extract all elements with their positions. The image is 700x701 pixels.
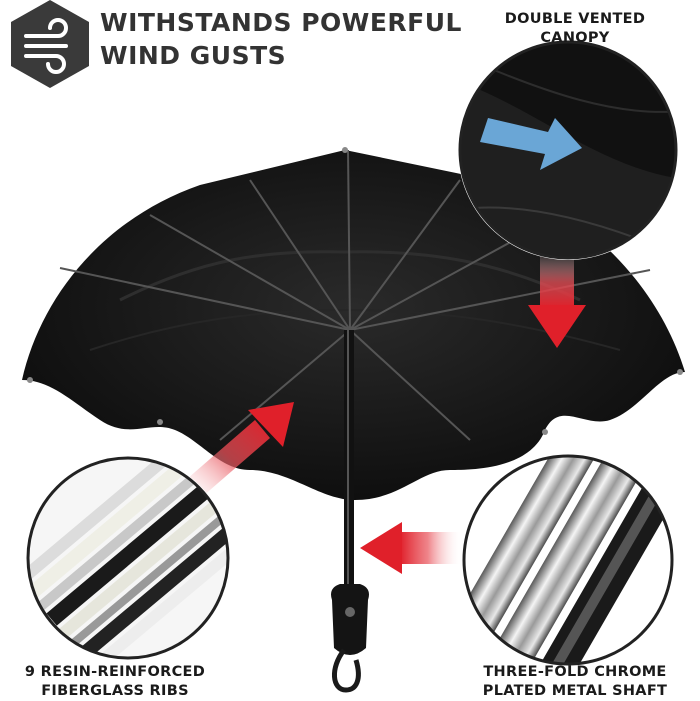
umbrella-ribs [59, 149, 651, 441]
label-vented-line-2: CANOPY [540, 30, 610, 46]
vent-arrow-icon [480, 118, 582, 170]
label-vented-line-1: DOUBLE VENTED [504, 11, 646, 27]
umbrella-shaft [344, 330, 354, 630]
magnified-ribs-detail [26, 456, 230, 660]
headline-line-2: WIND GUSTS [100, 41, 287, 70]
magnified-shaft-detail [462, 454, 674, 666]
red-arrow-ribs [180, 402, 294, 503]
rib-tips [27, 147, 683, 435]
label-ribs-line-1: 9 RESIN-REINFORCED [24, 664, 206, 680]
headline: WITHSTANDS POWERFUL WIND GUSTS [100, 6, 462, 72]
label-shaft-line-1: THREE-FOLD CHROME [483, 664, 667, 680]
label-ribs-line-2: FIBERGLASS RIBS [41, 683, 189, 699]
label-shaft-line-2: PLATED METAL SHAFT [482, 683, 668, 699]
umbrella-handle [331, 584, 369, 693]
label-metal-shaft: THREE-FOLD CHROME PLATED METAL SHAFT [455, 663, 695, 701]
label-fiberglass-ribs: 9 RESIN-REINFORCED FIBERGLASS RIBS [10, 663, 220, 701]
wind-icon [24, 18, 68, 74]
red-arrow-shaft [360, 522, 462, 574]
magnified-vent-detail [458, 40, 678, 260]
label-double-vented-canopy: DOUBLE VENTED CANOPY [470, 10, 680, 48]
headline-line-1: WITHSTANDS POWERFUL [100, 8, 462, 37]
wind-badge [11, 0, 89, 88]
